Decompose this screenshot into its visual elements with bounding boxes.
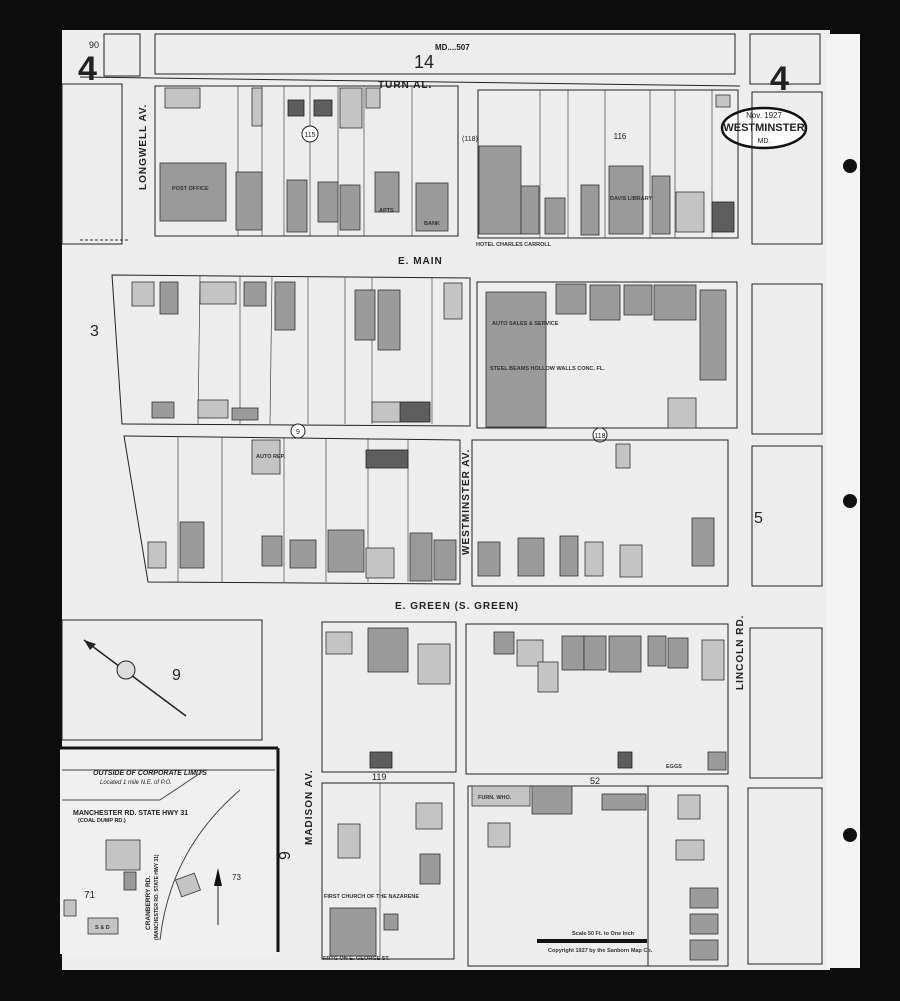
svg-text:POST OFFICE: POST OFFICE [172,186,209,192]
svg-text:CRANBERRY RD.: CRANBERRY RD. [145,876,152,930]
block-number-115: 115 [301,125,319,143]
street-label-lincoln-rd: LINCOLN RD. [735,615,746,690]
furn-who-label: FURN. WHO. [478,795,512,801]
svg-text:Copyright 1927 by the Sanborn: Copyright 1927 by the Sanborn Map Co. [548,948,653,954]
svg-text:OUTSIDE OF CORPORATE LIMITS: OUTSIDE OF CORPORATE LIMITS [93,770,207,777]
binding-hole [843,828,857,842]
binding-hole [843,494,857,508]
block-number-9: 9 [290,423,306,439]
adjoining-sheet-9-center: 9 [277,851,294,860]
street-label-longwell: LONGWELL AV. [138,104,149,190]
block-number-116: 116 [614,132,627,141]
svg-text:115: 115 [304,132,315,139]
page-number-right: 4 [770,60,789,98]
street-label-e-main: E. MAIN [398,256,443,267]
building-bank [415,182,449,232]
svg-text:71: 71 [84,890,96,901]
egg-label: EGGS [666,764,682,770]
svg-text:73: 73 [232,873,241,882]
svg-text:116: 116 [614,132,627,141]
svg-text:AUTO SALES & SERVICE: AUTO SALES & SERVICE [492,321,559,327]
svg-text:STEEL BEAMS HOLLOW WALLS CONC.: STEEL BEAMS HOLLOW WALLS CONC. FL. [490,366,605,372]
building-church [329,907,377,957]
title-stamp: Nov. 1927 WESTMINSTER MD. [720,106,808,150]
binding-hole [843,159,857,173]
svg-text:MANCHESTER RD. STATE HWY 31: MANCHESTER RD. STATE HWY 31 [73,810,188,817]
svg-text:WESTMINSTER: WESTMINSTER [723,122,804,134]
svg-text:Located 1 mile N.E. of P.O.: Located 1 mile N.E. of P.O. [100,780,172,786]
adjoining-sheet-14: 14 [414,52,434,72]
street-label-westminster-av: WESTMINSTER AV. [461,449,472,555]
block-number-118: 118 [592,427,608,443]
svg-text:(COAL DUMP RD.): (COAL DUMP RD.) [78,818,126,824]
state-code-line: MD....507 [435,43,470,52]
hotel-label: HOTEL CHARLES CARROLL [476,242,552,248]
page-number-left: 4 [78,50,97,88]
svg-text:118: 118 [594,433,605,440]
north-arrow-icon [214,868,222,925]
street-label-frtg-george: FRTG ON E. GEORGE ST. [323,956,390,962]
adjoining-sheet-9: 9 [172,667,181,684]
svg-text:S & D: S & D [95,925,110,931]
street-label-madison-av: MADISON AV. [304,769,315,845]
street-label-e-green: E. GREEN (S. GREEN) [395,601,519,612]
block-number-119: 119 [372,772,386,782]
svg-text:MD.: MD. [758,138,771,145]
svg-text:BANK: BANK [424,221,440,227]
church-label: FIRST CHURCH OF THE NAZARENE [324,894,419,900]
block-number-52: 52 [590,776,600,786]
svg-text:(MANCHESTER RD. STATE HWY 31): (MANCHESTER RD. STATE HWY 31) [154,854,160,940]
adjoining-sheet-5: 5 [754,510,763,527]
inset-outside-corporate-limits: OUTSIDE OF CORPORATE LIMITS Located 1 mi… [60,746,280,954]
svg-text:Nov. 1927: Nov. 1927 [746,111,782,120]
block-number-118-paren: (118) [462,136,478,143]
svg-text:9: 9 [296,429,300,436]
adjoining-sheet-3: 3 [90,323,99,340]
building-library: DAVIS LIBRARY [610,196,653,202]
svg-text:AUTO REP.: AUTO REP. [256,454,286,460]
compass-rose-icon [83,639,187,717]
svg-text:Scale 50 Ft. to One Inch: Scale 50 Ft. to One Inch [572,931,635,937]
scale-bar: Scale 50 Ft. to One Inch Copyright 1927 … [537,931,653,954]
svg-text:APTS: APTS [379,208,394,214]
adjoining-sheet-90: 90 [89,40,99,50]
building-auto-sales [485,291,547,428]
building-post-office [159,162,227,222]
